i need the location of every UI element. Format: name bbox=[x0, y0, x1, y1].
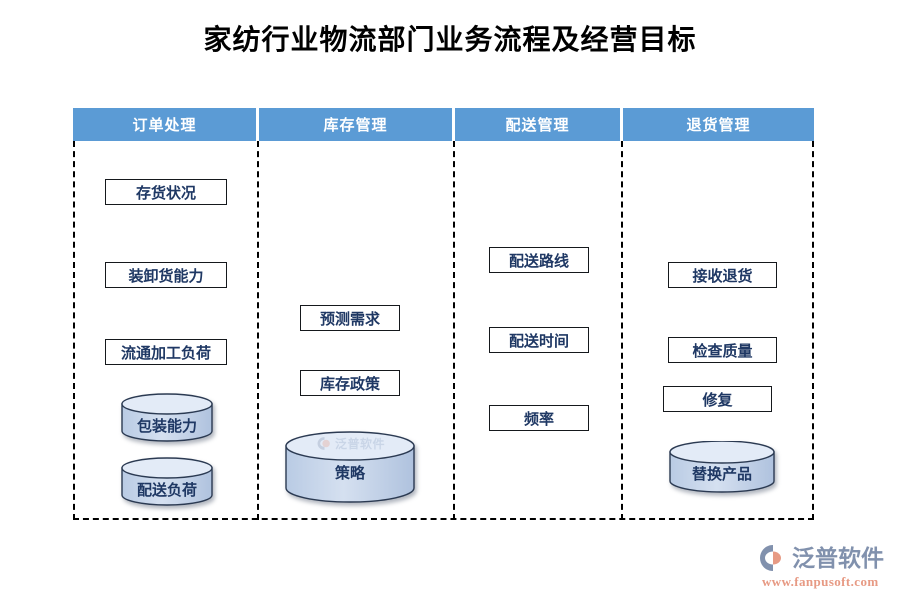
node-frequency[interactable]: 频率 bbox=[489, 405, 589, 431]
column-body-row: 存货状况 装卸货能力 流通加工负荷 包装能力 bbox=[73, 141, 814, 520]
node-inventory-policy[interactable]: 库存政策 bbox=[300, 370, 400, 396]
node-replacement-product[interactable]: 替换产品 bbox=[669, 441, 775, 493]
node-delivery-time[interactable]: 配送时间 bbox=[489, 327, 589, 353]
brand-url: www.fanpusoft.com bbox=[762, 574, 879, 589]
node-demand-forecast[interactable]: 预测需求 bbox=[300, 305, 400, 331]
column-header-row: 订单处理 库存管理 配送管理 退货管理 bbox=[73, 108, 814, 141]
node-processing-load[interactable]: 流通加工负荷 bbox=[105, 339, 227, 365]
node-inspect-quality[interactable]: 检查质量 bbox=[668, 337, 777, 363]
process-diagram: 订单处理 库存管理 配送管理 退货管理 存货状况 装卸货能力 流通加工负荷 bbox=[73, 108, 814, 520]
column-header-inventory-management[interactable]: 库存管理 bbox=[259, 108, 455, 141]
node-replacement-product-label: 替换产品 bbox=[691, 467, 752, 483]
column-header-returns-management[interactable]: 退货管理 bbox=[623, 108, 814, 141]
node-strategy-label: 策略 bbox=[334, 466, 365, 482]
column-order-processing: 存货状况 装卸货能力 流通加工负荷 包装能力 bbox=[73, 141, 259, 520]
column-delivery-management: 配送路线 配送时间 频率 bbox=[455, 141, 623, 520]
column-inventory-management: 预测需求 库存政策 bbox=[259, 141, 455, 520]
node-delivery-load[interactable]: 配送负荷 bbox=[121, 457, 213, 506]
node-stock-status[interactable]: 存货状况 bbox=[105, 179, 227, 205]
page-title: 家纺行业物流部门业务流程及经营目标 bbox=[203, 25, 697, 56]
node-packaging-capacity[interactable]: 包装能力 bbox=[121, 393, 213, 442]
column-header-delivery-management[interactable]: 配送管理 bbox=[455, 108, 623, 141]
diagram-dashed-frame bbox=[73, 141, 814, 520]
brand-logo: 泛普软件 www.fanpusoft.com bbox=[760, 543, 892, 591]
node-repair[interactable]: 修复 bbox=[663, 386, 772, 412]
brand-swoosh-icon bbox=[760, 545, 788, 571]
node-strategy[interactable]: 泛普软件 策略 bbox=[285, 431, 415, 504]
node-packaging-capacity-label: 包装能力 bbox=[136, 419, 197, 435]
node-receive-returns[interactable]: 接收退货 bbox=[668, 262, 777, 288]
brand-logo-row: 泛普软件 bbox=[760, 543, 892, 573]
column-returns-management: 接收退货 检查质量 修复 替换产品 bbox=[623, 141, 814, 520]
node-loading-capacity[interactable]: 装卸货能力 bbox=[105, 262, 227, 288]
node-delivery-load-label: 配送负荷 bbox=[136, 483, 197, 499]
node-delivery-route[interactable]: 配送路线 bbox=[489, 247, 589, 273]
brand-name: 泛普软件 bbox=[792, 545, 884, 571]
column-header-order-processing[interactable]: 订单处理 bbox=[73, 108, 259, 141]
